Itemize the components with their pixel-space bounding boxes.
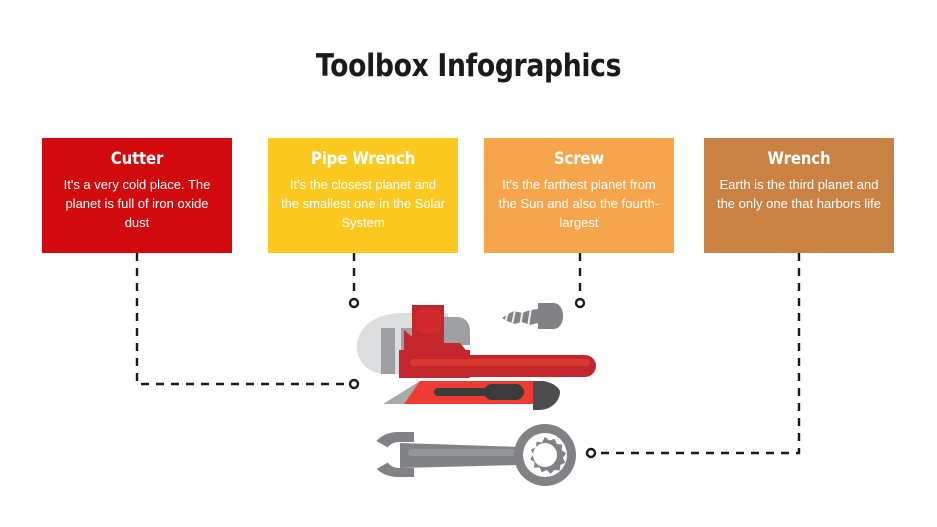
card-wrench[interactable]: Wrench Earth is the third planet and the… bbox=[704, 138, 894, 253]
pipe-wrench-icon bbox=[357, 305, 596, 378]
page-title: Toolbox Infographics bbox=[315, 48, 622, 84]
card-title: Cutter bbox=[110, 149, 164, 169]
card-body: It's a very cold place. The planet is fu… bbox=[63, 177, 211, 230]
card-body: It's the farthest planet from the Sun an… bbox=[498, 177, 660, 230]
card-title: Screw bbox=[553, 149, 605, 169]
screw-icon bbox=[502, 303, 563, 329]
wrench-icon bbox=[368, 424, 576, 486]
card-cutter[interactable]: Cutter It's a very cold place. The plane… bbox=[42, 138, 232, 253]
card-body: Earth is the third planet and the only o… bbox=[716, 177, 882, 211]
card-title: Pipe Wrench bbox=[310, 149, 416, 169]
box-cutter-icon bbox=[383, 381, 560, 410]
card-body: It's the closest planet and the smallest… bbox=[280, 177, 446, 230]
card-title: Wrench bbox=[767, 149, 831, 169]
card-screw[interactable]: Screw It's the farthest planet from the … bbox=[484, 138, 674, 253]
card-pipe-wrench[interactable]: Pipe Wrench It's the closest planet and … bbox=[268, 138, 458, 253]
